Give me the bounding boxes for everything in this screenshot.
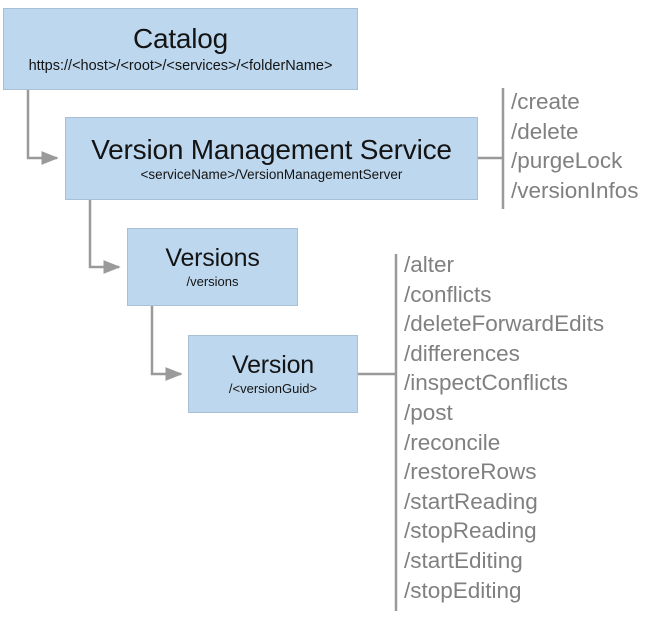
- node-version-management-service[interactable]: Version Management Service <serviceName>…: [65, 117, 478, 200]
- operation-item[interactable]: /create: [511, 89, 580, 114]
- operation-item[interactable]: /differences: [404, 340, 520, 366]
- operation-item[interactable]: /purgeLock: [511, 148, 623, 174]
- node-catalog-subtitle: https://<host>/<root>/<services>/<folder…: [28, 57, 333, 74]
- operation-list-version: /alter/conflicts/deleteForwardEdits/diff…: [404, 250, 604, 605]
- node-versions[interactable]: Versions /versions: [127, 228, 298, 306]
- operation-item[interactable]: /inspectConflicts: [404, 370, 568, 396]
- node-catalog-title: Catalog: [132, 23, 229, 55]
- node-versions-subtitle: /versions: [186, 274, 239, 290]
- node-version-title: Version: [232, 351, 314, 380]
- operation-item[interactable]: /restoreRows: [404, 459, 537, 485]
- connector-catalog-to-vms: [26, 90, 59, 165]
- operation-item[interactable]: /startReading: [404, 488, 538, 514]
- connector-vms-to-versions: [88, 200, 121, 274]
- node-version-subtitle: /<versionGuid>: [228, 381, 318, 397]
- operation-item[interactable]: /conflicts: [404, 281, 492, 307]
- operation-item[interactable]: /reconcile: [404, 429, 501, 455]
- node-catalog[interactable]: Catalog https://<host>/<root>/<services>…: [3, 8, 358, 90]
- operation-item[interactable]: /post: [404, 399, 453, 425]
- operation-item[interactable]: /startEditing: [404, 547, 523, 573]
- connector-versions-to-version: [150, 306, 183, 381]
- node-version[interactable]: Version /<versionGuid>: [188, 335, 358, 413]
- node-version-management-service-title: Version Management Service: [91, 134, 452, 166]
- operation-item[interactable]: /versionInfos: [511, 177, 639, 203]
- operation-item[interactable]: /delete: [511, 118, 579, 144]
- operation-item[interactable]: /alter: [404, 252, 455, 277]
- operation-item[interactable]: /stopReading: [404, 518, 537, 544]
- node-versions-title: Versions: [165, 244, 260, 273]
- operation-list-version-management-service: /create/delete/purgeLock/versionInfos: [511, 87, 639, 205]
- operation-item[interactable]: /deleteForwardEdits: [404, 311, 605, 337]
- node-version-management-service-subtitle: <serviceName>/VersionManagementServer: [140, 166, 403, 182]
- operation-item[interactable]: /stopEditing: [404, 577, 522, 603]
